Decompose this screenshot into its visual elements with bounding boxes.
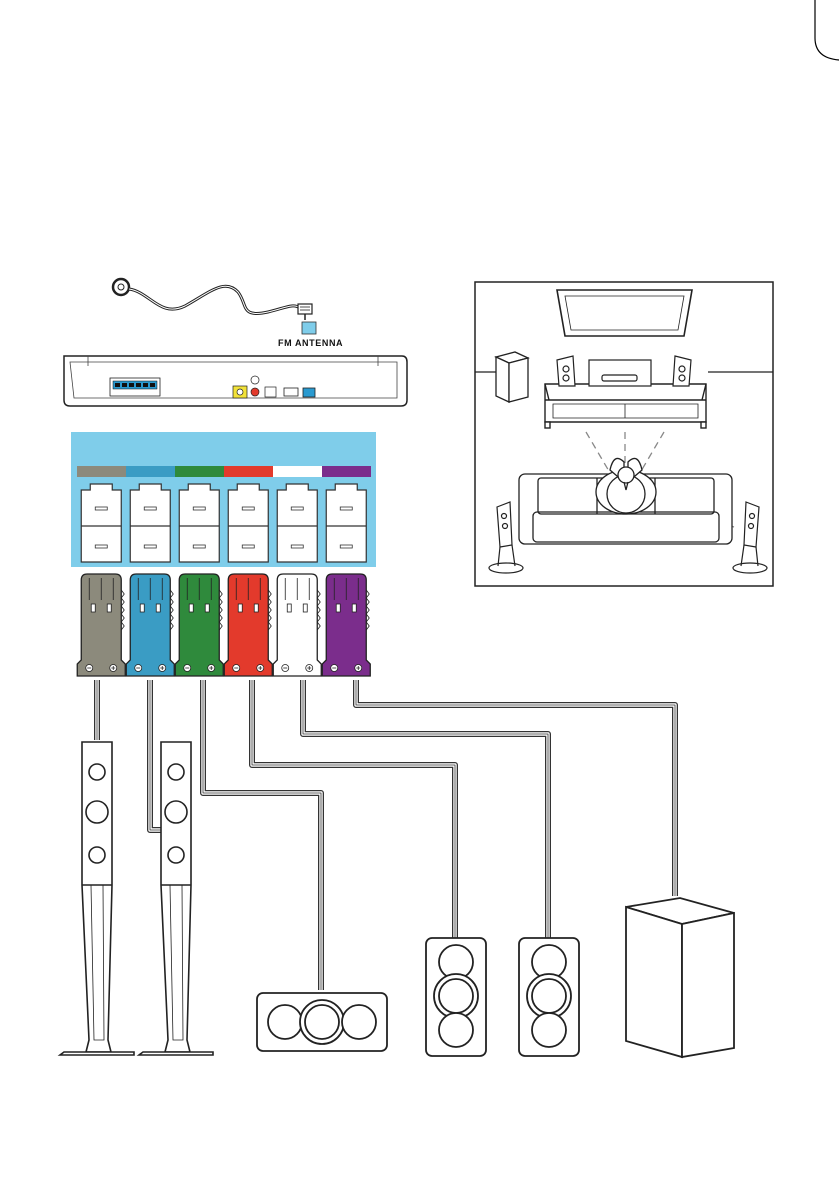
subwoofer-room-icon: [496, 352, 528, 402]
room-layout-diagram: [475, 282, 773, 586]
bookshelf-speaker-rear-left: [426, 938, 486, 1056]
tv-icon: [557, 290, 692, 336]
speaker-plug-green: [175, 574, 223, 676]
front-speaker-small-right: [673, 356, 691, 386]
speaker-socket-purple: [326, 484, 366, 562]
color-stripe-row: [77, 466, 371, 477]
speaker-socket-red: [228, 484, 268, 562]
tv-stand-icon: [545, 384, 706, 428]
page-edge-mark: [815, 0, 839, 60]
speaker-socket-gray: [81, 484, 121, 562]
color-stripe-white: [273, 466, 322, 477]
front-speaker-small-left: [557, 356, 575, 386]
color-stripe-gray: [77, 466, 126, 477]
color-stripe-purple: [322, 466, 371, 477]
color-stripe-red: [224, 466, 273, 477]
fm-antenna-icon: [113, 279, 312, 320]
speaker-plug-gray: [77, 574, 125, 676]
speaker-plug-blue: [126, 574, 174, 676]
main-unit-icon: [589, 360, 651, 386]
speaker-plug-row: [77, 574, 370, 676]
speaker-socket-blue: [130, 484, 170, 562]
speaker-plug-red: [224, 574, 272, 676]
tower-speaker-front-left: [60, 742, 134, 1055]
color-stripe-blue: [126, 466, 175, 477]
main-unit-rear-panel: [64, 356, 407, 406]
subwoofer-icon: [626, 898, 734, 1057]
speaker-socket-white: [277, 484, 317, 562]
color-stripe-green: [175, 466, 224, 477]
speaker-plug-white: [273, 574, 321, 676]
bookshelf-speaker-rear-right: [519, 938, 579, 1056]
fm-antenna-jack: [302, 322, 316, 334]
speaker-plug-purple: [322, 574, 370, 676]
center-speaker-icon: [257, 993, 387, 1051]
fm-antenna-label: FM ANTENNA: [278, 338, 343, 348]
speaker-socket-green: [179, 484, 219, 562]
